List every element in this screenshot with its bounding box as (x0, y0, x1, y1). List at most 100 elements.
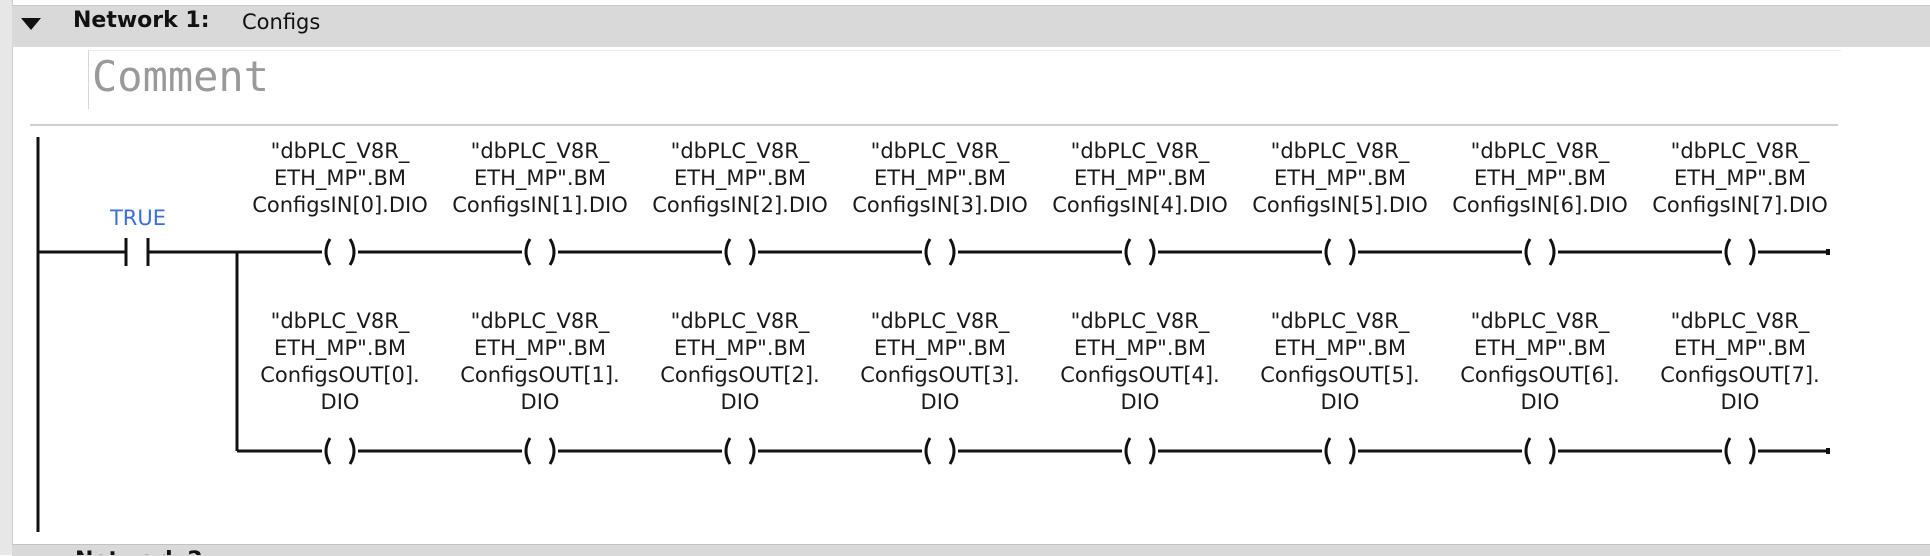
coil-operand-line[interactable]: "dbPLC_V8R_ (1471, 139, 1610, 164)
coil-operand-line[interactable]: ETH_MP".BM (674, 166, 806, 191)
coil-operand-line[interactable]: ConfigsIN[6].DIO (1452, 193, 1628, 217)
network-header[interactable] (12, 5, 1930, 47)
coil-operand-line[interactable]: DIO (921, 390, 960, 414)
coil-operand-line[interactable]: ConfigsOUT[7]. (1660, 363, 1819, 387)
coil-operand-line[interactable]: ETH_MP".BM (474, 166, 606, 191)
coil-operand-line[interactable]: ConfigsIN[1].DIO (452, 193, 628, 217)
coil-right-arc (1748, 238, 1756, 266)
coil-operand-line[interactable]: "dbPLC_V8R_ (1071, 139, 1210, 164)
network-title[interactable]: Configs (242, 10, 321, 34)
coil-operand-line[interactable]: ETH_MP".BM (1074, 336, 1206, 361)
coil-operand-line[interactable]: DIO (321, 390, 360, 414)
coil-left-arc (324, 238, 332, 266)
coil-left-arc (1524, 238, 1532, 266)
coil-operand-line[interactable]: "dbPLC_V8R_ (471, 309, 610, 334)
coil-operand-line[interactable]: DIO (1721, 390, 1760, 414)
triangle-down-icon[interactable] (20, 17, 42, 31)
coil-operand-line[interactable]: ConfigsIN[3].DIO (852, 193, 1028, 217)
coil-operand-line[interactable]: ETH_MP".BM (874, 166, 1006, 191)
coil-operand-line[interactable]: ConfigsIN[5].DIO (1252, 193, 1428, 217)
coil-left-arc (924, 437, 932, 465)
coil-operand-line[interactable]: "dbPLC_V8R_ (671, 139, 810, 164)
network-comment-field[interactable] (88, 50, 1841, 109)
coil-right-arc (548, 238, 556, 266)
coil-left-arc (1324, 238, 1332, 266)
rung-configs-out: "dbPLC_V8R_ETH_MP".BMConfigsOUT[0].DIO"d… (237, 309, 1830, 465)
coil-operand-line[interactable]: DIO (1521, 390, 1560, 414)
coil-right-arc (1348, 437, 1356, 465)
comment-placeholder[interactable]: Comment (92, 52, 270, 101)
editor-left-gutter (0, 0, 13, 555)
coil-operand-line[interactable]: ETH_MP".BM (1274, 336, 1406, 361)
coil-operand-line[interactable]: ConfigsOUT[5]. (1260, 363, 1419, 387)
coil-operand-line[interactable]: ETH_MP".BM (274, 336, 406, 361)
coil-right-arc (1348, 238, 1356, 266)
coil-operand-line[interactable]: "dbPLC_V8R_ (871, 139, 1010, 164)
network-number-label: Network 1: (73, 8, 210, 33)
coil-operand-line[interactable]: ConfigsOUT[2]. (660, 363, 819, 387)
coil-operand-line[interactable]: ETH_MP".BM (1474, 336, 1606, 361)
coil-operand-line[interactable]: "dbPLC_V8R_ (1071, 309, 1210, 334)
coil-operand-line[interactable]: ConfigsIN[0].DIO (252, 193, 428, 217)
coil-operand-line[interactable]: ConfigsIN[2].DIO (652, 193, 828, 217)
coil-operand-line[interactable]: ConfigsOUT[0]. (260, 363, 419, 387)
coil-operand-line[interactable]: "dbPLC_V8R_ (1671, 309, 1810, 334)
coil-left-arc (1324, 437, 1332, 465)
coil-operand-line[interactable]: DIO (721, 390, 760, 414)
coil-operand-line[interactable]: "dbPLC_V8R_ (1471, 309, 1610, 334)
coil-operand-line[interactable]: "dbPLC_V8R_ (471, 139, 610, 164)
next-network-header[interactable] (12, 544, 1930, 556)
coil-operand-line[interactable]: DIO (1121, 390, 1160, 414)
coil-operand-line[interactable]: ETH_MP".BM (1274, 166, 1406, 191)
coil-operand-line[interactable]: ConfigsIN[4].DIO (1052, 193, 1228, 217)
coil-left-arc (1524, 437, 1532, 465)
coil-operand-line[interactable]: "dbPLC_V8R_ (271, 139, 410, 164)
coil-operand-line[interactable]: ETH_MP".BM (1074, 166, 1206, 191)
coil-left-arc (1724, 238, 1732, 266)
coil-left-arc (1124, 437, 1132, 465)
contact-operand-true[interactable]: TRUE (109, 206, 166, 230)
coil-operand-line[interactable]: DIO (521, 390, 560, 414)
coil-operand-line[interactable]: "dbPLC_V8R_ (1271, 309, 1410, 334)
coil-operand-line[interactable]: ETH_MP".BM (1674, 336, 1806, 361)
coil-right-arc (1548, 437, 1556, 465)
next-network-label: Network 2: (75, 546, 212, 555)
coil-operand-line[interactable]: DIO (1321, 390, 1360, 414)
coil-operand-line[interactable]: ConfigsOUT[6]. (1460, 363, 1619, 387)
coil-operand-line[interactable]: "dbPLC_V8R_ (1271, 139, 1410, 164)
coil-operand-line[interactable]: ETH_MP".BM (674, 336, 806, 361)
coil-operand-line[interactable]: ETH_MP".BM (874, 336, 1006, 361)
coil-operand-line[interactable]: ConfigsOUT[3]. (860, 363, 1019, 387)
network-separator (30, 124, 1838, 126)
coil-operand-line[interactable]: ETH_MP".BM (1674, 166, 1806, 191)
coil-operand-line[interactable]: "dbPLC_V8R_ (1671, 139, 1810, 164)
coil-left-arc (724, 437, 732, 465)
coil-operand-line[interactable]: "dbPLC_V8R_ (871, 309, 1010, 334)
coil-operand-line[interactable]: ConfigsOUT[4]. (1060, 363, 1219, 387)
coil-left-arc (1124, 238, 1132, 266)
coil-operand-line[interactable]: ConfigsIN[7].DIO (1652, 193, 1828, 217)
coil-operand-line[interactable]: "dbPLC_V8R_ (671, 309, 810, 334)
coil-operand-line[interactable]: ETH_MP".BM (1474, 166, 1606, 191)
coil-operand-line[interactable]: "dbPLC_V8R_ (271, 309, 410, 334)
coil-operand-line[interactable]: ConfigsOUT[1]. (460, 363, 619, 387)
coil-operand-line[interactable]: ETH_MP".BM (474, 336, 606, 361)
coil-operand-line[interactable]: ETH_MP".BM (274, 166, 406, 191)
coil-right-arc (1748, 437, 1756, 465)
